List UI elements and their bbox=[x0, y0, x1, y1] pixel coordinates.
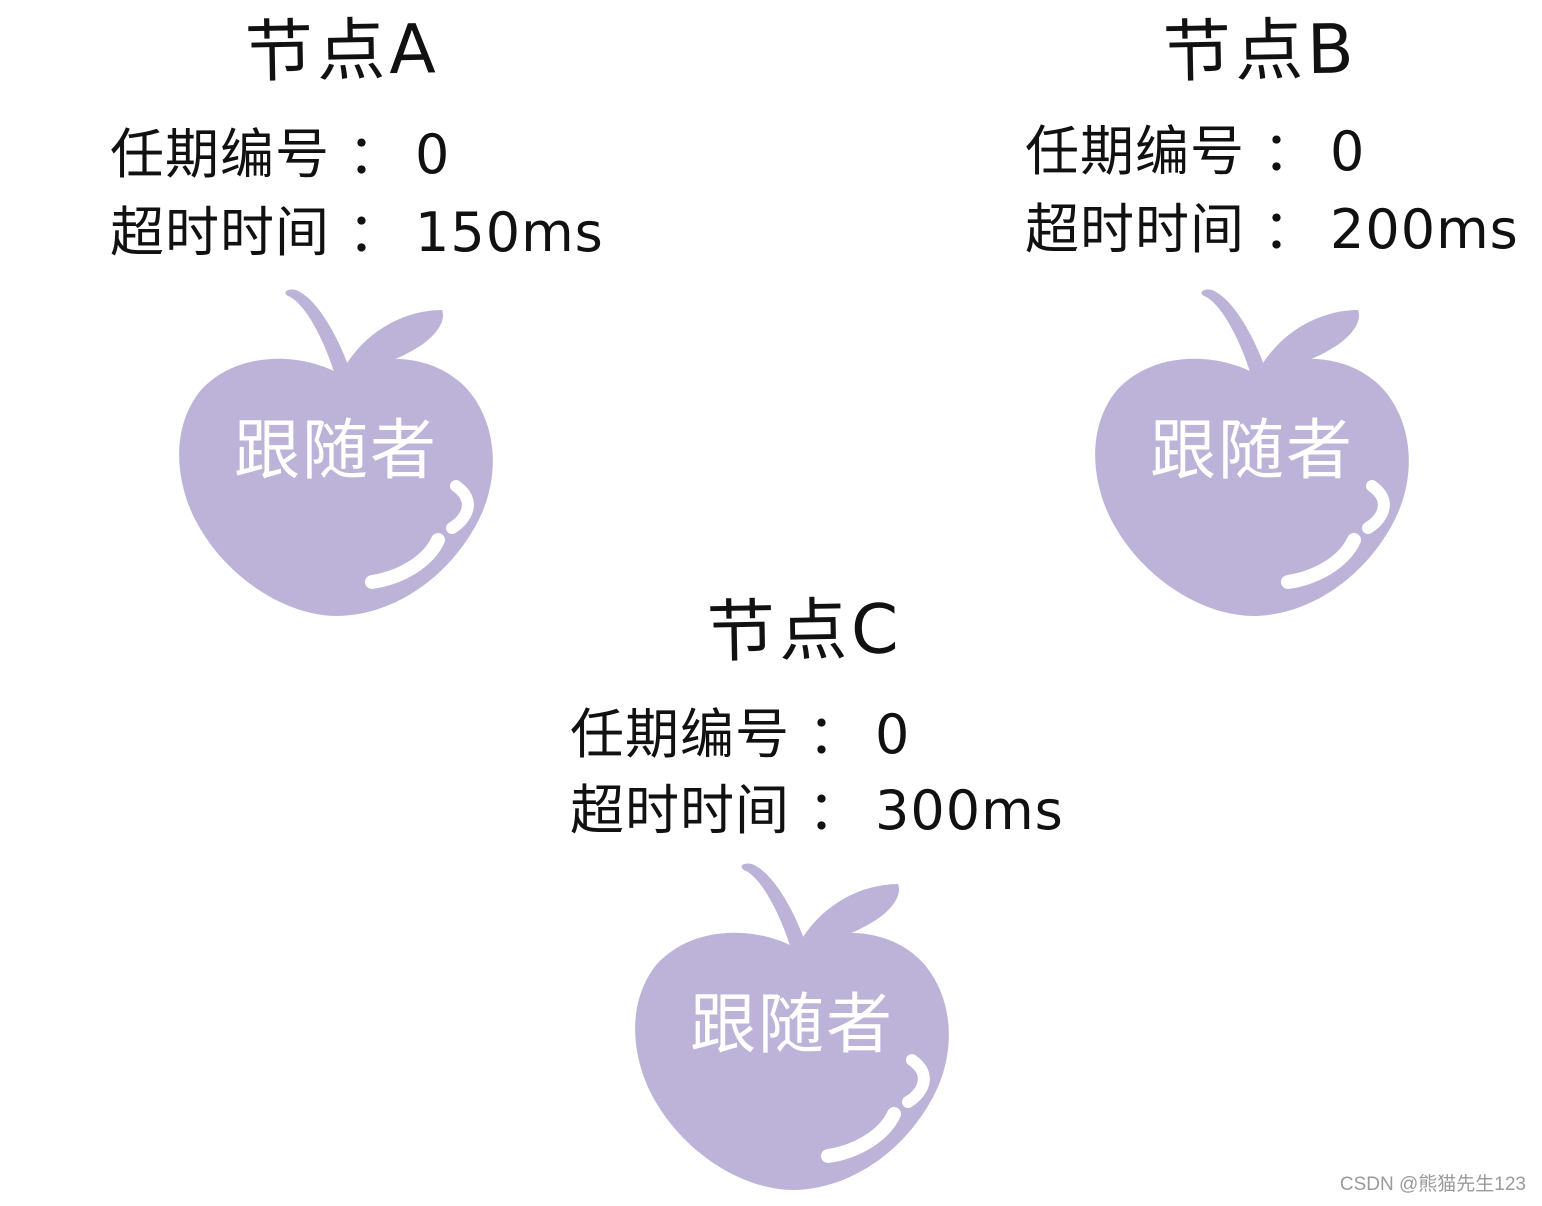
node-b-term-value: 0 bbox=[1330, 120, 1366, 183]
node-a-timeout-line: 超时时间：150ms bbox=[110, 206, 604, 260]
separator: ： bbox=[348, 123, 403, 186]
node-a-term-label: 任期编号 bbox=[110, 123, 330, 186]
node-a-term-value: 0 bbox=[415, 123, 451, 186]
apple-icon bbox=[1095, 289, 1409, 616]
node-b-role-label: 跟随者 bbox=[1150, 412, 1354, 489]
node-a-apple: 跟随者 bbox=[176, 289, 496, 620]
node-c-term-value: 0 bbox=[875, 703, 911, 766]
node-c-timeout-value: 300ms bbox=[875, 779, 1064, 842]
apple-icon bbox=[179, 289, 493, 616]
node-c-term-line: 任期编号：0 bbox=[570, 708, 910, 762]
node-c-title: 节点C bbox=[706, 590, 904, 673]
node-b-term-label: 任期编号 bbox=[1025, 120, 1245, 183]
separator: ： bbox=[1263, 120, 1318, 183]
node-c-apple: 跟随者 bbox=[632, 863, 952, 1194]
separator: ： bbox=[808, 703, 863, 766]
node-a-timeout-value: 150ms bbox=[415, 201, 604, 264]
node-b-timeout-label: 超时时间 bbox=[1025, 198, 1245, 261]
separator: ： bbox=[348, 201, 403, 264]
separator: ： bbox=[808, 779, 863, 842]
node-b-term-line: 任期编号：0 bbox=[1025, 125, 1365, 179]
node-a-term-line: 任期编号：0 bbox=[110, 128, 450, 182]
watermark: CSDN @熊猫先生123 bbox=[1339, 1174, 1526, 1195]
separator: ： bbox=[1263, 198, 1318, 261]
node-b-apple: 跟随者 bbox=[1092, 289, 1412, 620]
node-b-timeout-line: 超时时间：200ms bbox=[1025, 203, 1519, 257]
node-a-role-label: 跟随者 bbox=[234, 412, 438, 489]
node-c-timeout-line: 超时时间：300ms bbox=[570, 784, 1064, 838]
node-b-timeout-value: 200ms bbox=[1330, 198, 1519, 261]
node-b-title: 节点B bbox=[1162, 10, 1359, 93]
node-c-role-label: 跟随者 bbox=[690, 986, 894, 1063]
node-a-timeout-label: 超时时间 bbox=[110, 201, 330, 264]
node-a-title: 节点A bbox=[244, 10, 441, 93]
node-c-term-label: 任期编号 bbox=[570, 703, 790, 766]
node-c-timeout-label: 超时时间 bbox=[570, 779, 790, 842]
apple-icon bbox=[635, 863, 949, 1190]
